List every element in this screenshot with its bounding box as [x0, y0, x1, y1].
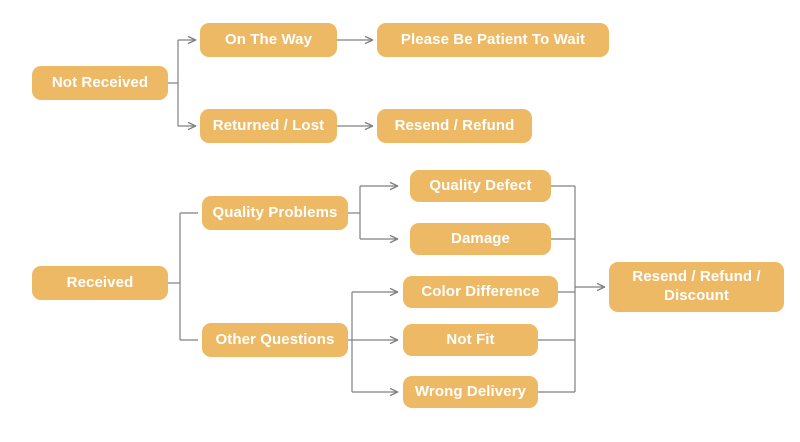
- node-quality-problems[interactable]: Quality Problems: [202, 196, 348, 230]
- node-wrong-delivery[interactable]: Wrong Delivery: [403, 376, 538, 408]
- node-other-questions[interactable]: Other Questions: [202, 323, 348, 357]
- node-not-fit[interactable]: Not Fit: [403, 324, 538, 356]
- node-resend-refund[interactable]: Resend / Refund: [377, 109, 532, 143]
- node-received[interactable]: Received: [32, 266, 168, 300]
- node-please-be-patient-to-wait[interactable]: Please Be Patient To Wait: [377, 23, 609, 57]
- node-quality-defect[interactable]: Quality Defect: [410, 170, 551, 202]
- node-color-difference[interactable]: Color Difference: [403, 276, 558, 308]
- node-damage[interactable]: Damage: [410, 223, 551, 255]
- outcome-line-2: Discount: [664, 287, 729, 304]
- node-on-the-way[interactable]: On The Way: [200, 23, 337, 57]
- node-not-received[interactable]: Not Received: [32, 66, 168, 100]
- node-returned-lost[interactable]: Returned / Lost: [200, 109, 337, 143]
- outcome-line-1: Resend / Refund /: [632, 268, 761, 286]
- node-resend-refund-discount[interactable]: Resend / Refund / Discount: [609, 262, 784, 312]
